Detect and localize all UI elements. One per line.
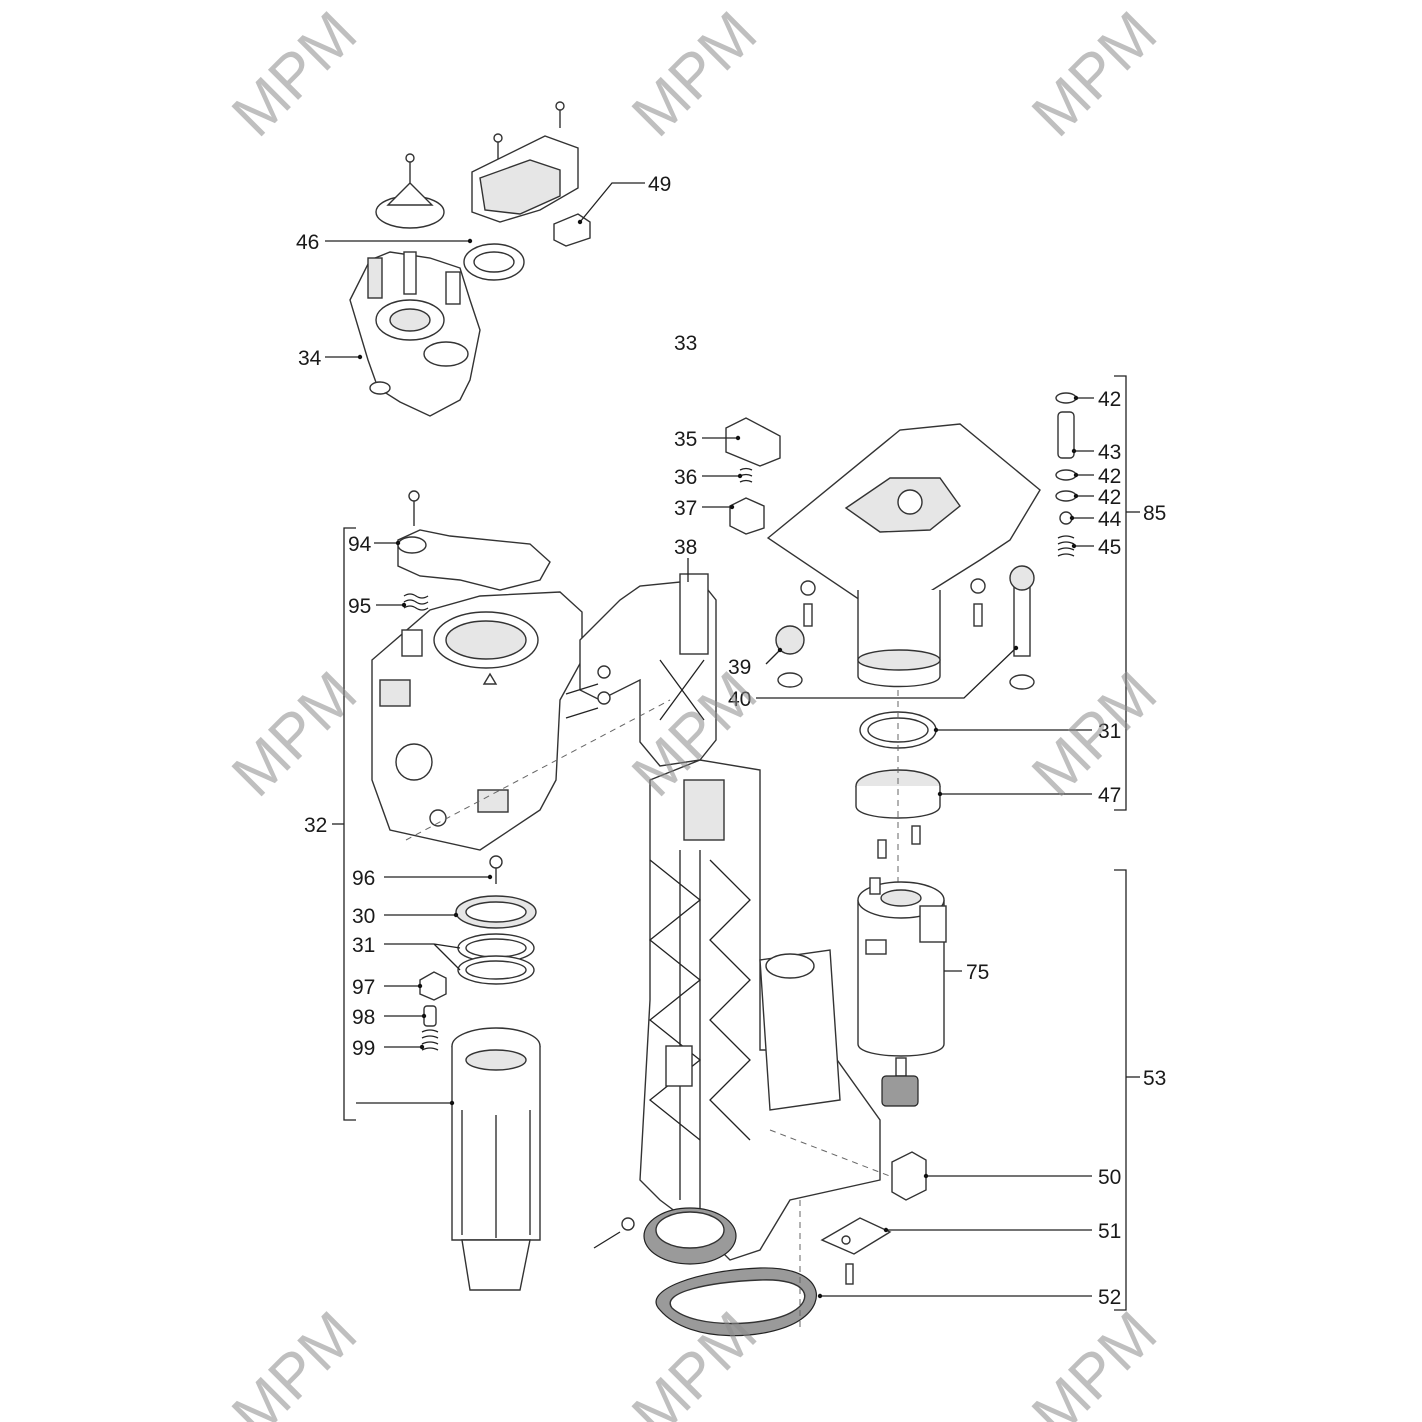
part-label-31-left: 31 <box>352 934 375 957</box>
watermark-top-right: MPM <box>1019 0 1170 150</box>
part-label-52: 52 <box>1098 1286 1121 1309</box>
part-label-97: 97 <box>352 976 375 999</box>
watermark-mid-right: MPM <box>1019 659 1170 810</box>
part-label-42-mid: 42 <box>1098 465 1121 488</box>
part-label-42-top: 42 <box>1098 388 1121 411</box>
part-label-99: 99 <box>352 1037 375 1060</box>
motor-assembly <box>820 869 1127 1311</box>
part-label-98: 98 <box>352 1006 375 1029</box>
part-label-85: 85 <box>1143 502 1166 525</box>
watermark-top-left: MPM <box>219 0 370 150</box>
leader-lines <box>325 182 1140 1297</box>
watermark-top-center: MPM <box>619 0 770 150</box>
part-label-75: 75 <box>966 961 989 984</box>
top-plate-assembly <box>725 375 1127 900</box>
part-label-96: 96 <box>352 867 375 890</box>
part-label-51: 51 <box>1098 1220 1121 1243</box>
part-label-47: 47 <box>1098 784 1121 807</box>
part-label-46: 46 <box>296 231 319 254</box>
part-label-35: 35 <box>674 428 697 451</box>
part-label-33: 33 <box>674 332 697 355</box>
part-label-30: 30 <box>352 905 375 928</box>
part-label-34: 34 <box>298 347 322 370</box>
part-label-94: 94 <box>348 533 372 556</box>
part-label-43: 43 <box>1098 441 1121 464</box>
part-label-45: 45 <box>1098 536 1121 559</box>
part-label-31-right: 31 <box>1098 720 1121 743</box>
part-label-40: 40 <box>728 688 751 711</box>
part-label-53: 53 <box>1143 1067 1166 1090</box>
part-label-32: 32 <box>304 814 327 837</box>
part-label-37: 37 <box>674 497 697 520</box>
watermark-mid-left: MPM <box>219 659 370 810</box>
part-label-39: 39 <box>728 656 751 679</box>
watermark-bottom-left: MPM <box>219 1299 370 1422</box>
inlet-assembly <box>349 101 591 417</box>
part-label-50: 50 <box>1098 1166 1121 1189</box>
part-label-36: 36 <box>674 466 697 489</box>
part-label-95: 95 <box>348 595 371 618</box>
watermark-bottom-right: MPM <box>1019 1299 1170 1422</box>
leader-dots <box>357 219 1079 1299</box>
part-label-42-low: 42 <box>1098 486 1121 509</box>
part-labels: 33 34 46 49 35 36 37 38 39 40 42 43 42 4… <box>296 173 1166 1309</box>
part-label-44: 44 <box>1098 508 1122 531</box>
part-label-49: 49 <box>648 173 671 196</box>
part-label-38: 38 <box>674 536 697 559</box>
center-tower-frame <box>593 759 901 1337</box>
